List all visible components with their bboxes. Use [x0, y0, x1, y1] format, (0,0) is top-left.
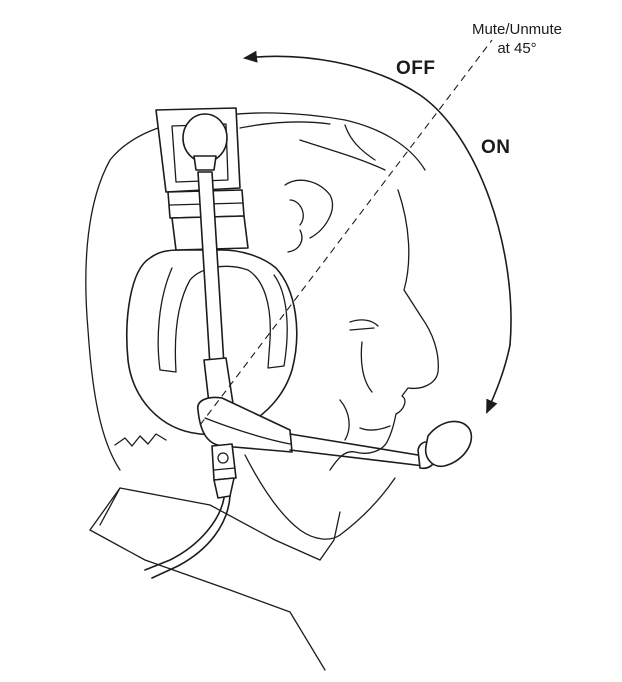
mic-boom — [289, 420, 473, 470]
rotation-arc — [243, 50, 512, 346]
neck — [244, 454, 396, 540]
rotation-arc-lower — [486, 344, 511, 414]
off-label: OFF — [396, 58, 436, 79]
on-label: ON — [481, 137, 511, 158]
face-profile — [329, 189, 439, 471]
mute-angle-line — [199, 39, 493, 426]
mic-pod — [182, 113, 228, 171]
boom-housing — [197, 396, 293, 453]
head-outline — [85, 112, 426, 471]
mute-unmute-label: Mute/Unmute at 45° — [452, 20, 582, 58]
mute-label-line1: Mute/Unmute — [471, 21, 563, 38]
mute-label-line2: at 45° — [497, 40, 537, 57]
cable — [144, 443, 237, 579]
shoulder-collar — [89, 487, 341, 671]
